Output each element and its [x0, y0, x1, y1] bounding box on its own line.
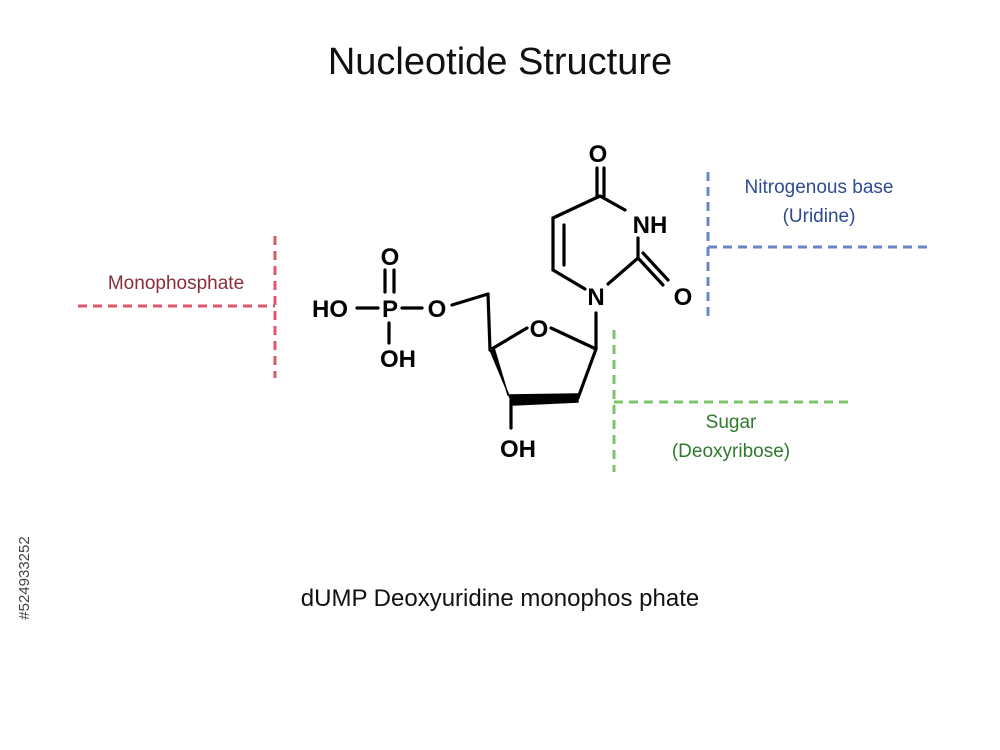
bond-c4-o [488, 326, 529, 352]
bond-n-c6 [551, 268, 587, 291]
annotation-nitrogenous-base: Nitrogenous base (Uridine) [706, 172, 930, 322]
sugar-ring: O OH [486, 292, 598, 463]
atom-oh-sugar: OH [500, 436, 536, 463]
atom-ho: HO [312, 296, 348, 323]
bond-c2-o-a [636, 256, 665, 287]
bond-c2-n [606, 256, 640, 286]
nitrogenous-base-label: Nitrogenous base [745, 177, 894, 198]
atom-oxygen-double: O [381, 244, 400, 271]
annotation-sugar: Sugar (Deoxyribose) [612, 330, 852, 472]
atom-oh-phosphate: OH [380, 346, 416, 373]
atom-phosphorus: P [382, 296, 398, 323]
atom-n: N [587, 284, 604, 311]
base-ring: O NH N O [551, 141, 693, 311]
side-stock-id: #524933252 [16, 536, 33, 619]
bond-ch2-c4 [486, 292, 492, 352]
bond-c1-c2 [576, 347, 598, 400]
monophosphate-label: Monophosphate [108, 273, 244, 294]
nitrogenous-base-sublabel: (Uridine) [783, 206, 856, 227]
bond-c5-c4 [551, 194, 602, 220]
sugar-label: Sugar [706, 412, 757, 433]
annotation-monophosphate: Monophosphate [78, 236, 277, 378]
compound-name: dUMP Deoxyuridine monophos phate [301, 585, 699, 612]
bond-o-ch2 [450, 292, 490, 307]
atom-carbonyl-o-top: O [589, 141, 608, 168]
phosphate-group: HO P O O OH [312, 244, 490, 373]
page-title: Nucleotide Structure [328, 41, 672, 83]
atom-ring-oxygen: O [530, 316, 549, 343]
bond-o-c1 [549, 326, 598, 351]
sugar-wedge-bond [489, 347, 579, 406]
atom-nh: NH [633, 212, 668, 239]
atom-oxygen-linker: O [428, 296, 447, 323]
sugar-sublabel: (Deoxyribose) [672, 441, 790, 462]
bond-c4-nh [598, 194, 627, 212]
bond-c2-o-b [641, 251, 670, 282]
atom-carbonyl-o-right: O [674, 284, 693, 311]
